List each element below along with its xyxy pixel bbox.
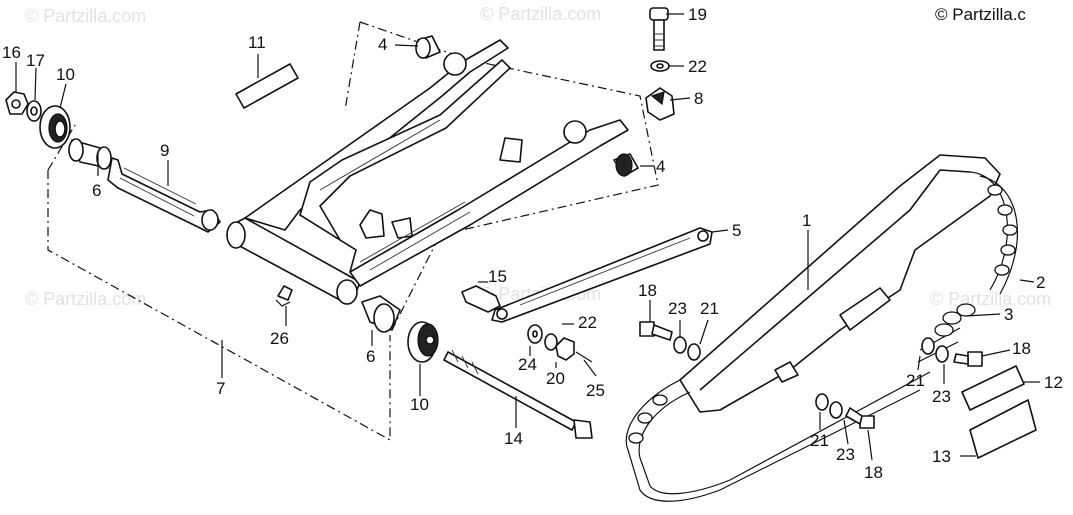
chain-links-lower	[628, 394, 668, 444]
callout-1: 1	[802, 211, 811, 230]
swingarm-assembly-outline	[47, 21, 659, 442]
washer-part-24	[527, 324, 543, 344]
washer-part-22-lower	[544, 333, 558, 351]
callout-18: 18	[638, 281, 657, 300]
master-link-part-3	[934, 303, 976, 337]
callout-3: 3	[1004, 305, 1013, 324]
callout-4: 4	[656, 157, 665, 176]
label-part-12	[961, 365, 1025, 411]
callout-20: 20	[546, 369, 565, 388]
washer-part-21-lower	[815, 393, 829, 411]
bolt-part-18-lower	[845, 407, 875, 429]
bushing-part-6-left	[68, 138, 112, 170]
callout-19: 19	[688, 5, 707, 24]
callout-26: 26	[270, 329, 289, 348]
leader-lines	[15, 13, 1040, 461]
callout-23: 23	[668, 299, 687, 318]
callout-labels: 16 17 10 6 9 11 4 4 19 22 8 5 15 1 2 3 1…	[2, 5, 1063, 482]
label-part-11	[235, 63, 299, 109]
callout-21: 21	[810, 431, 829, 450]
label-part-13	[969, 399, 1037, 459]
washer-part-23-upper	[673, 336, 687, 354]
callout-13: 13	[932, 447, 951, 466]
watermark-text: © Partzilla.com	[930, 289, 1051, 309]
bushing-part-4-lower	[613, 153, 639, 177]
washer-part-17	[26, 100, 42, 122]
callout-7: 7	[216, 379, 225, 398]
callout-25: 25	[586, 381, 605, 400]
bolt-part-19	[649, 7, 669, 51]
stopper-part-8	[645, 87, 675, 121]
bolt-part-18-right	[953, 351, 983, 367]
callout-21: 21	[906, 371, 925, 390]
bolt-part-18-upper	[639, 321, 673, 341]
callout-5: 5	[732, 221, 741, 240]
chain-case-part-1	[679, 154, 1001, 413]
callout-6: 6	[366, 347, 375, 366]
callout-14: 14	[504, 429, 523, 448]
clip-part-26	[275, 285, 293, 307]
washer-part-21-upper	[687, 343, 701, 361]
callout-17: 17	[26, 51, 45, 70]
callout-2: 2	[1036, 273, 1045, 292]
copyright-text: © Partzilla.c	[935, 5, 1026, 24]
callout-12: 12	[1044, 373, 1063, 392]
pin-part-15	[461, 285, 501, 313]
callout-23: 23	[836, 445, 855, 464]
bushing-part-6-right	[361, 295, 401, 333]
watermark-text: © Partzilla.com	[480, 4, 601, 24]
callout-10: 10	[410, 395, 429, 414]
torque-link-part-5	[491, 227, 713, 323]
nut-part-16	[5, 91, 29, 115]
swingarm-part-7	[226, 39, 629, 305]
drive-chain-part-2	[625, 171, 1019, 502]
chain-links-upper	[987, 184, 1018, 276]
cotter-pin-part-25	[575, 351, 593, 363]
callout-23: 23	[932, 387, 951, 406]
callout-24: 24	[518, 355, 537, 374]
callout-18: 18	[864, 463, 883, 482]
dust-seal-part-10-lower	[407, 321, 439, 363]
pivot-collar-part-9	[107, 157, 221, 233]
washer-part-23-lower	[829, 401, 843, 419]
callout-8: 8	[694, 89, 703, 108]
nut-part-20	[555, 337, 575, 361]
watermark-text: © Partzilla.com	[25, 289, 146, 309]
callout-11: 11	[248, 33, 266, 52]
callout-18: 18	[1012, 339, 1031, 358]
callout-10: 10	[56, 65, 75, 84]
bushing-part-4-upper	[415, 35, 441, 59]
callout-22: 22	[688, 57, 707, 76]
callout-16: 16	[2, 43, 21, 62]
callout-15: 15	[488, 267, 507, 286]
callout-6: 6	[92, 181, 101, 200]
dust-seal-part-10-left	[39, 105, 71, 149]
washer-part-23-right	[935, 345, 949, 363]
callout-22: 22	[578, 313, 597, 332]
pivot-bolt-part-14	[443, 349, 593, 439]
callout-4: 4	[378, 35, 387, 54]
washer-part-22-upper	[650, 60, 670, 72]
callout-21: 21	[700, 299, 719, 318]
callout-9: 9	[160, 141, 169, 160]
watermark-text: © Partzilla.com	[25, 6, 146, 26]
washer-part-21-right	[921, 337, 935, 355]
